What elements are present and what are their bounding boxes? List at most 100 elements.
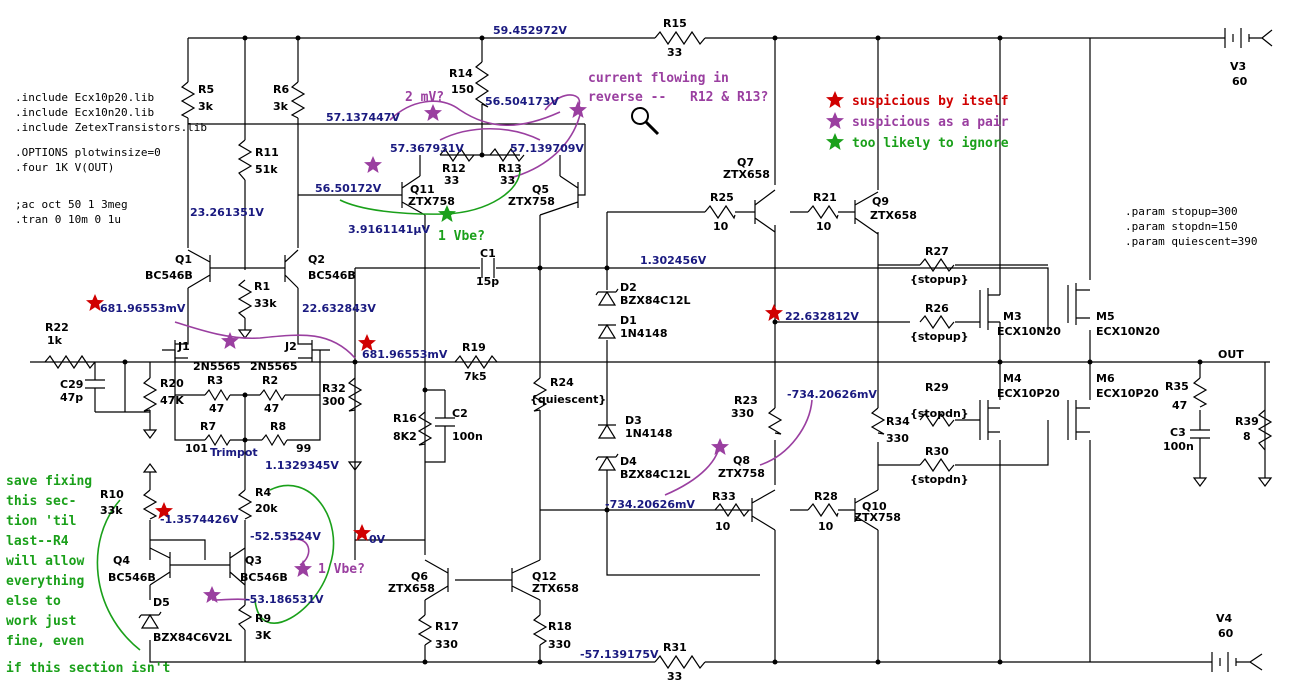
capacitor-symbols [85, 258, 1210, 463]
note-save: else to [6, 594, 61, 609]
c3-symbol [1190, 429, 1210, 448]
net-label: 57.139709V [510, 142, 584, 155]
net-label: -734.20626mV [787, 388, 877, 401]
d1-value: 1N4148 [620, 327, 667, 340]
purple-star-icon [826, 112, 844, 129]
r14-symbol [474, 61, 490, 108]
r15-name: R15 [663, 17, 687, 30]
note-1vbe-q11: 1 Vbe? [438, 229, 485, 244]
m6-symbol [1067, 400, 1090, 440]
r4-name: R4 [255, 486, 271, 499]
r15-symbol [654, 30, 706, 46]
q10-name: Q10 [862, 500, 887, 513]
net-label: 56.504173V [485, 95, 559, 108]
net-label: -52.53524V [250, 530, 321, 543]
v4-value: 60 [1218, 627, 1234, 640]
note-save: everything [6, 574, 84, 589]
m4-symbol [979, 400, 1000, 440]
r3-value: 47 [209, 402, 224, 415]
r27-value: {stopup} [910, 273, 969, 286]
net-label: -1.3574426V [160, 513, 239, 526]
net-label: 22.632812V [785, 310, 859, 323]
r22-name: R22 [45, 321, 69, 334]
r4-value: 20k [255, 502, 278, 515]
r22-symbol [44, 354, 96, 370]
legend: suspicious by itself suspicious as a pai… [852, 94, 1009, 151]
r14-name: R14 [449, 67, 473, 80]
r30-value: {stopdn} [910, 473, 969, 486]
d3-value: 1N4148 [625, 427, 672, 440]
red-star-icon [765, 304, 783, 321]
q12-symbol [511, 559, 541, 601]
net-label: -53.186531V [245, 593, 324, 606]
r34-value: 330 [886, 432, 909, 445]
q11-value: ZTX758 [408, 195, 455, 208]
d4-name: D4 [620, 455, 637, 468]
r1-name: R1 [254, 280, 270, 293]
net-label: -734.20626mV [605, 498, 695, 511]
net-label: 56.50172V [315, 182, 382, 195]
d4-symbol [595, 453, 619, 471]
net-label: 59.452972V [493, 24, 567, 37]
q2-value: BC546B [308, 269, 356, 282]
q5-value: ZTX758 [508, 195, 555, 208]
q3-name: Q3 [245, 554, 262, 567]
red-star-icon [826, 91, 844, 108]
param-line: .param stopup=300 [1125, 205, 1238, 218]
legend-red: suspicious by itself [852, 94, 1009, 109]
r31-name: R31 [663, 641, 687, 654]
diode-symbols [138, 288, 619, 629]
r2-name: R2 [262, 374, 278, 387]
q10-value: ZTX758 [854, 511, 901, 524]
note-save: if this section isn't [6, 661, 170, 676]
j2-value: 2N5565 [250, 360, 297, 373]
r22-value: 1k [47, 334, 63, 347]
r28-name: R28 [814, 490, 838, 503]
j2-name: J2 [284, 340, 297, 353]
net-label: 681.96553mV [100, 302, 186, 315]
c3-value: 100n [1163, 440, 1194, 453]
supply-arrow-icon [142, 463, 158, 480]
r7-value: 101 [185, 442, 208, 455]
q4-value: BC546B [108, 571, 156, 584]
r25-symbol [704, 204, 736, 220]
param-line: .param stopdn=150 [1125, 220, 1238, 233]
q6-name: Q6 [411, 570, 428, 583]
j1-symbol [162, 340, 189, 362]
r25-name: R25 [710, 191, 734, 204]
r29-symbol [919, 412, 955, 428]
purple-star-icon [711, 438, 729, 455]
r9-symbol [237, 604, 253, 631]
r11-value: 51k [255, 163, 278, 176]
r6-symbol [290, 81, 306, 119]
r31-symbol [654, 654, 706, 670]
note-save: work just [6, 614, 76, 629]
r27-symbol [919, 257, 955, 273]
r8-name: R8 [270, 420, 286, 433]
q5-name: Q5 [532, 183, 549, 196]
q3-value: BC546B [240, 571, 288, 584]
purple-star-icon [364, 156, 382, 173]
param-line: .param quiescent=390 [1125, 235, 1257, 248]
purple-scribble [389, 100, 561, 127]
r24-symbol [532, 377, 548, 412]
r10-symbol [142, 489, 158, 520]
q7-name: Q7 [737, 156, 754, 169]
directive-line: .four 1K V(OUT) [15, 161, 114, 174]
r28-symbol [807, 502, 839, 518]
r21-value: 10 [816, 220, 832, 233]
d3-name: D3 [625, 414, 642, 427]
r6-name: R6 [273, 83, 289, 96]
magnifier-icon [631, 107, 649, 125]
c1-name: C1 [480, 247, 496, 260]
ground-icon [1192, 477, 1208, 487]
r8-value: 99 [296, 442, 311, 455]
d2-value: BZX84C12L [620, 294, 691, 307]
purple-scribble [174, 321, 356, 359]
v4-name: V4 [1216, 612, 1233, 625]
r30-name: R30 [925, 445, 949, 458]
purple-scribble [759, 399, 813, 466]
r19-value: 7k5 [464, 370, 487, 383]
ground-icon [347, 461, 363, 471]
r12-symbol [439, 147, 475, 163]
